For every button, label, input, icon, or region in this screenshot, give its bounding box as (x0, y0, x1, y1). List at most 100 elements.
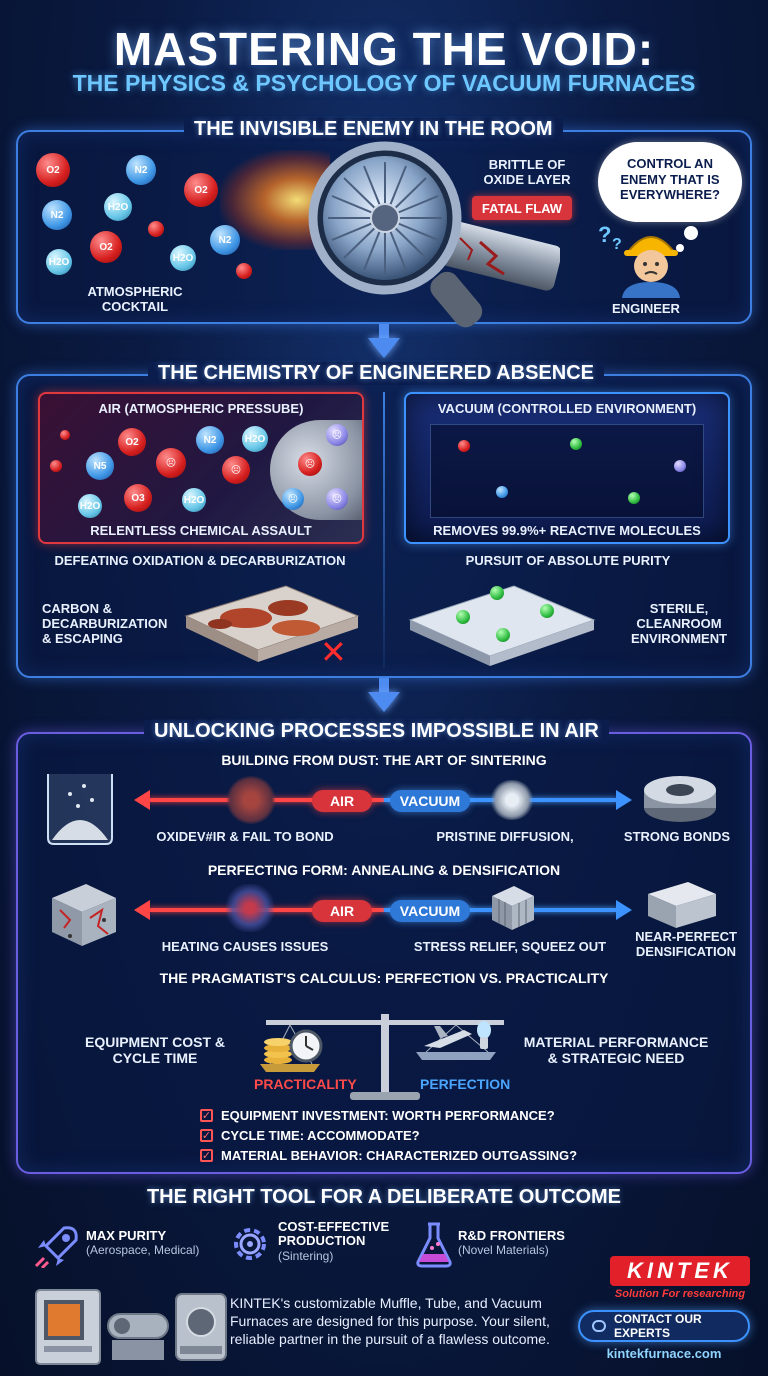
kintek-logo: KINTEK (610, 1256, 750, 1286)
checkbox-icon: ✓ (200, 1149, 213, 1162)
performance-label: MATERIAL PERFORMANCE & STRATEGIC NEED (523, 1034, 709, 1067)
vacuum-box-title: VACUUM (CONTROLLED ENVIRONMENT) (437, 401, 697, 416)
checklist-item: ✓MATERIAL BEHAVIOR: CHARACTERIZED OUTGAS… (200, 1148, 578, 1163)
thought-dot (676, 244, 684, 252)
rocket-icon (34, 1226, 78, 1268)
feature-title: COST-EFFECTIVE PRODUCTION (278, 1219, 390, 1249)
annealing-middle-caption: STRESS RELIEF, SQUEEZ OUT (413, 939, 607, 954)
checklist-item: ✓EQUIPMENT INVESTMENT: WORTH PERFORMANCE… (200, 1108, 555, 1123)
magnifier-turbine-illustration (308, 141, 560, 328)
air-box-caption: RELENTLESS CHEMICAL ASSAULT (90, 523, 312, 538)
purity-subhead: PURSUIT OF ABSOLUTE PURITY (465, 553, 671, 568)
section-4-title: THE RIGHT TOOL FOR A DELIBERATE OUTCOME (146, 1186, 622, 1208)
feature-sub: (Sintering) (278, 1248, 334, 1263)
clean-molecule (490, 586, 504, 600)
contact-experts-button[interactable]: CONTACT OUR EXPERTS (578, 1310, 750, 1342)
molecule-n2: N2 (42, 200, 72, 230)
feature-rnd: R&D FRONTIERS (Novel Materials) (458, 1228, 598, 1257)
vacuum-chamber-inner (430, 424, 704, 518)
website-link[interactable]: kintekfurnace.com (606, 1346, 722, 1361)
vacuum-pill: VACUUM (390, 790, 470, 812)
decarburization-label: CARBON & DECARBURIZATION & ESCAPING (42, 601, 168, 646)
flow-arrow-stem (379, 678, 389, 694)
molecule-o3: O3 (124, 484, 152, 512)
cost-cycle-label: EQUIPMENT COST & CYCLE TIME (84, 1034, 225, 1067)
molecule-h2o: H2O (242, 426, 268, 452)
clean-molecule (496, 628, 510, 642)
annealing-left-caption: HEATING CAUSES ISSUES (161, 939, 329, 954)
flow-arrow-down (368, 692, 400, 712)
oxidation-subhead: DEFEATING OXIDATION & DECARBURIZATION (54, 553, 346, 568)
error-x-icon: ✕ (320, 634, 347, 670)
feature-title: MAX PURITY (86, 1228, 167, 1243)
corroded-metal-slab (184, 585, 360, 662)
air-box-title: AIR (ATMOSPHERIC PRESSUBE) (98, 401, 304, 416)
lattice-cube-icon (492, 886, 534, 930)
annealing-heading: PERFECTING FORM: ANNEALING & DENSIFICATI… (207, 862, 561, 878)
flow-arrow-stem (379, 324, 389, 340)
vacuum-arrow-head (616, 790, 632, 810)
feature-sub: (Aerospace, Medical) (86, 1243, 200, 1257)
molecule-o2: O2 (36, 153, 70, 187)
practicality-label: PRACTICALITY (254, 1076, 357, 1092)
furnace-equipment-illustration (35, 1289, 227, 1365)
thought-bubble-text: CONTROL AN ENEMY THAT IS EVERYWHERE? (620, 156, 720, 203)
clean-molecule (456, 610, 470, 624)
molecule-h2o: H2O (170, 245, 196, 271)
page-subtitle: THE PHYSICS & PSYCHOLOGY OF VACUUM FURNA… (72, 70, 696, 96)
calculus-heading: THE PRAGMATIST'S CALCULUS: PERFECTION VS… (159, 970, 609, 986)
feature-sub: (Novel Materials) (458, 1243, 549, 1257)
section-3-title: UNLOCKING PROCESSES IMPOSSIBLE IN AIR (144, 720, 609, 743)
feature-production: COST-EFFECTIVE PRODUCTION (Sintering) (278, 1219, 408, 1263)
molecule-sad: ☹ (282, 488, 304, 510)
coin-stack (264, 1038, 292, 1064)
pristine-metal-slab (408, 585, 596, 666)
annealing-right-caption: NEAR-PERFECT DENSIFICATION (635, 929, 737, 959)
kintek-tagline: Solution For researching (614, 1288, 746, 1300)
molecule-n2: N2 (126, 155, 156, 185)
flow-arrow-down (368, 338, 400, 358)
molecule-o (148, 221, 164, 237)
vacuum-pill: VACUUM (390, 900, 470, 922)
balance-scale-illustration (260, 1014, 504, 1100)
atom-lattice-icon (226, 884, 274, 932)
air-pill: AIR (312, 900, 372, 922)
chat-icon (592, 1320, 606, 1332)
decision-checklist: ✓EQUIPMENT INVESTMENT: WORTH PERFORMANCE… (200, 1108, 700, 1163)
molecule-o (50, 460, 62, 472)
feature-title: R&D FRONTIERS (458, 1228, 565, 1243)
air-pill: AIR (312, 790, 372, 812)
perfection-label: PERFECTION (420, 1076, 511, 1092)
angry-molecule: ☹ (222, 456, 250, 484)
molecule-h2o: H2O (78, 494, 102, 518)
metal-ring-icon (644, 776, 716, 822)
dense-block-icon (648, 882, 716, 928)
molecule-n5: N5 (86, 452, 114, 480)
molecule-o2: O2 (184, 173, 218, 207)
sparse-molecule (674, 460, 686, 472)
flask-icon (416, 1222, 452, 1268)
section-2-title: THE CHEMISTRY OF ENGINEERED ABSENCE (148, 362, 604, 385)
atmospheric-cocktail-label: ATMOSPHERIC COCKTAIL (87, 284, 183, 314)
molecule-o2: O2 (90, 231, 122, 263)
molecule-o (60, 430, 70, 440)
air-arrow-head (134, 790, 150, 810)
checkbox-icon: ✓ (200, 1129, 213, 1142)
molecule-h2o: H2O (46, 249, 72, 275)
engineer-avatar (622, 236, 680, 298)
thought-dot (684, 226, 698, 240)
checkbox-icon: ✓ (200, 1109, 213, 1122)
sintering-heading: BUILDING FROM DUST: THE ART OF SINTERING (221, 752, 547, 768)
sintering-right-caption: STRONG BONDS (623, 829, 731, 844)
vacuum-arrow-head (616, 900, 632, 920)
contact-button-label: CONTACT OUR EXPERTS (613, 1312, 702, 1340)
molecule-n2: N2 (196, 426, 224, 454)
molecule-o2: O2 (118, 428, 146, 456)
oxide-layer-label: BRITTLE OF OXIDE LAYER (483, 157, 571, 187)
molecule-cluster: O2 N2 N2 H2O O2 O2 N2 H2O H2O (30, 145, 280, 285)
fatal-flaw-badge: FATAL FLAW (472, 196, 572, 220)
molecule-h2o: H2O (182, 488, 206, 512)
molecule-sad: ☹ (326, 424, 348, 446)
sintering-middle-caption: PRISTINE DIFFUSION, (436, 829, 574, 844)
section-1-title: THE INVISIBLE ENEMY IN THE ROOM (184, 118, 563, 141)
